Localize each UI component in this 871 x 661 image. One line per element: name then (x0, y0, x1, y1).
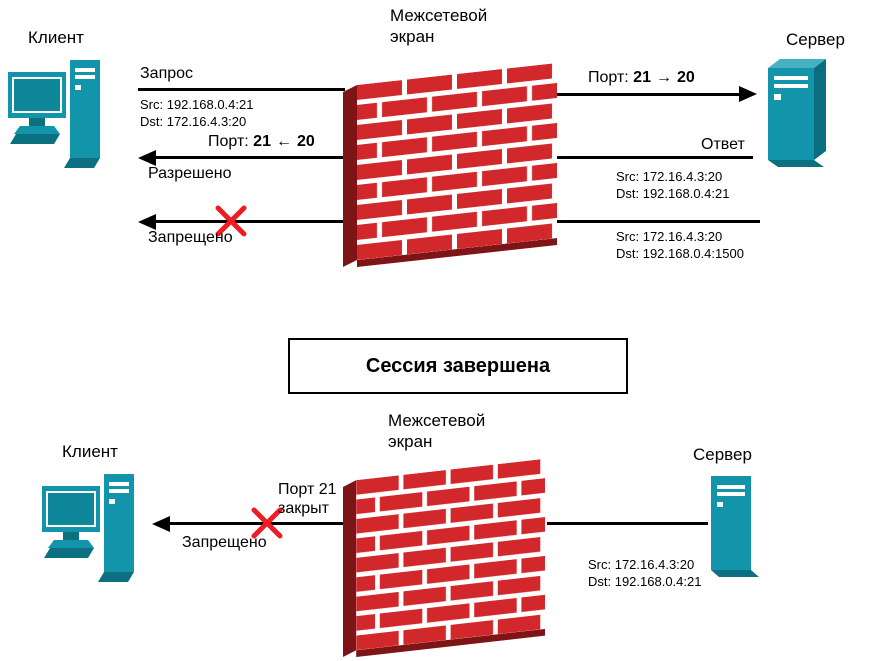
blocked-line-left (155, 220, 345, 223)
port-forward-arrow-icon: → (655, 69, 672, 86)
client-computer-icon (42, 474, 134, 582)
response-line-left (155, 156, 345, 159)
firewall-label-line1: Межсетевой (390, 6, 488, 25)
request-arrowhead-icon (739, 86, 757, 102)
response-dst: Dst: 192.168.0.4:21 (616, 186, 730, 201)
blocked-dst: Dst: 192.168.0.4:21 (588, 574, 702, 589)
blocked-cross-icon (251, 507, 283, 539)
port-back-from: 21 (253, 133, 271, 150)
server-icon (711, 476, 759, 577)
blocked-line-right (557, 220, 760, 223)
session-ended-text: Сессия завершена (365, 354, 551, 377)
client-label: Клиент (28, 28, 84, 47)
blocked-src: Src: 172.16.4.3:20 (616, 229, 723, 244)
server-label: Сервер (786, 30, 845, 49)
port-closed-label: Порт 21 закрыт (278, 480, 337, 518)
request-dst: Dst: 172.16.4.3:20 (140, 114, 247, 129)
blocked-label: Запрещено (148, 229, 233, 246)
firewall-label: Межсетевой экран (388, 410, 485, 452)
port-forward-to: 20 (676, 69, 695, 86)
port-closed-line1: Порт 21 (278, 481, 337, 498)
blocked-src: Src: 172.16.4.3:20 (588, 557, 695, 572)
server-icon (768, 59, 826, 167)
session-ended-banner: Сессия завершена (288, 338, 628, 394)
bottom-blocked-arrowhead-icon (152, 516, 170, 532)
port-forward-label: Порт: 21→20 (588, 69, 695, 87)
bottom-blocked-line-right (547, 522, 708, 525)
blocked-cross-icon (215, 205, 247, 237)
request-src: Src: 192.168.0.4:21 (140, 97, 254, 112)
response-src: Src: 172.16.4.3:20 (616, 169, 723, 184)
bottom-blocked-line-left (169, 522, 345, 525)
port-forward-from: 21 (633, 69, 651, 86)
request-line-left (138, 88, 345, 91)
client-computer-icon (8, 60, 100, 168)
port-back-arrow-icon: ← (275, 133, 292, 150)
firewall-label-line2: экран (390, 27, 435, 46)
port-back-label: Порт: 21←20 (208, 133, 315, 151)
firewall-brick-wall-icon (343, 63, 557, 267)
blocked-dst: Dst: 192.168.0.4:1500 (616, 246, 744, 261)
request-label: Запрос (140, 65, 194, 82)
port-back-to: 20 (296, 133, 315, 150)
firewall-brick-wall-icon (343, 458, 545, 658)
blocked-arrowhead-icon (138, 214, 156, 230)
port-forward-prefix: Порт: (588, 69, 629, 86)
port-back-prefix: Порт: (208, 133, 249, 150)
server-label: Сервер (693, 445, 752, 464)
blocked-label: Запрещено (182, 534, 267, 551)
response-label: Ответ (701, 136, 745, 153)
firewall-label-line2: экран (388, 432, 433, 451)
response-line-right (557, 156, 753, 159)
request-line-right (557, 93, 741, 96)
response-arrowhead-icon (138, 150, 156, 166)
firewall-label: Межсетевой экран (390, 5, 487, 47)
client-label: Клиент (62, 442, 118, 461)
port-closed-line2: закрыт (278, 500, 329, 517)
allowed-label: Разрешено (148, 165, 232, 182)
firewall-label-line1: Межсетевой (388, 411, 486, 430)
